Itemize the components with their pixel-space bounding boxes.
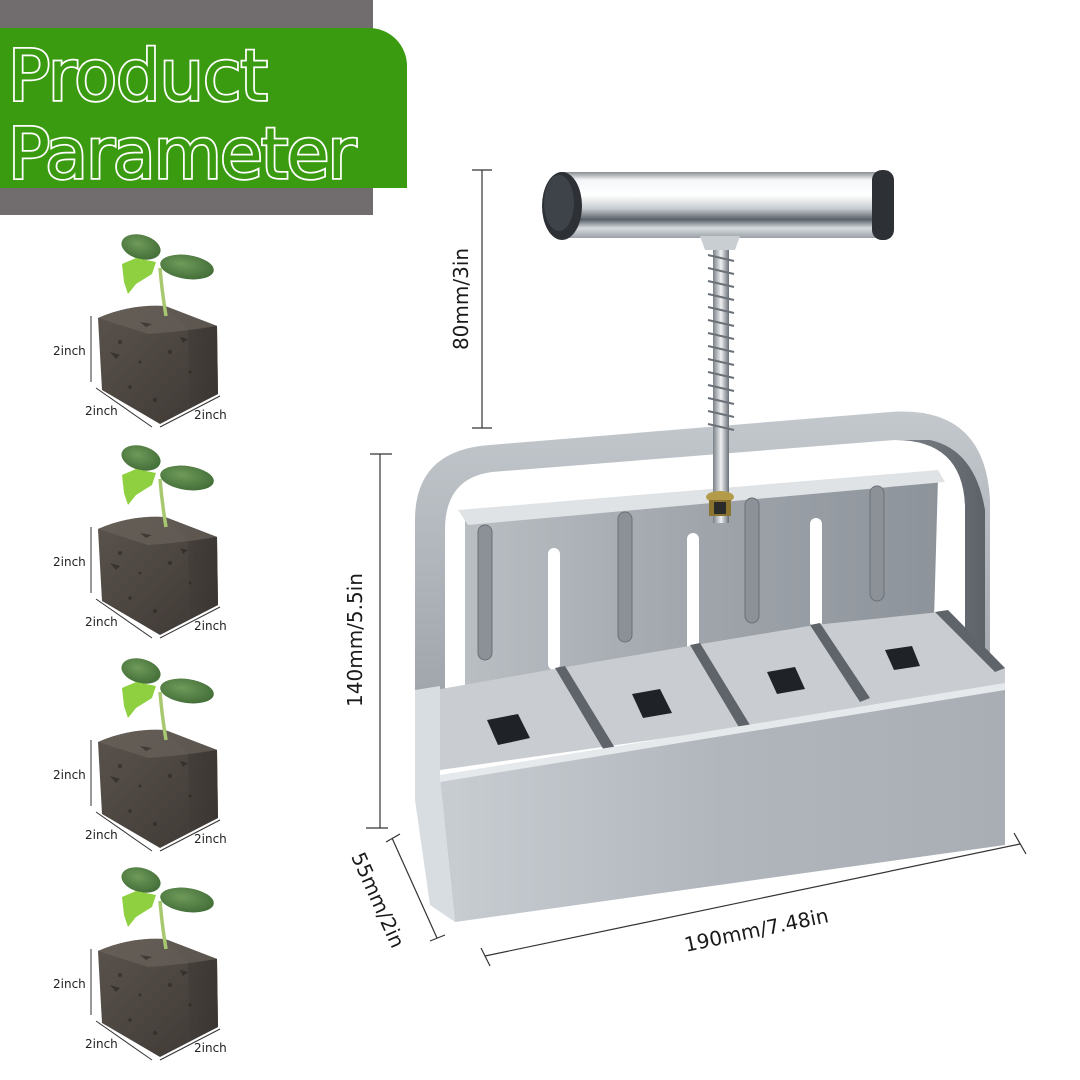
cube-height-label: 2inch	[53, 344, 86, 358]
soil-cube-2: 2inch 2inch 2inch	[40, 433, 260, 648]
body-height-dimension: 140mm/5.5in	[342, 573, 367, 707]
header-green-banner	[0, 28, 407, 188]
seedling-cube-illustration	[90, 658, 221, 852]
cube-depth-label: 2inch	[85, 615, 118, 629]
soil-cube-1: 2inch 2inch 2inch	[40, 222, 260, 437]
cube-depth-label: 2inch	[85, 404, 118, 418]
title-line-1: Product	[8, 35, 267, 117]
cube-width-label: 2inch	[194, 1041, 227, 1055]
seedling-cube-illustration	[90, 867, 221, 1061]
seedling-cube-illustration	[90, 234, 221, 428]
page-title: Product Parameter	[6, 33, 360, 188]
cube-width-label: 2inch	[194, 619, 227, 633]
cube-depth-label: 2inch	[85, 1037, 118, 1051]
soil-cube-4: 2inch 2inch 2inch	[40, 855, 260, 1070]
cube-width-label: 2inch	[194, 408, 227, 422]
cube-depth-label: 2inch	[85, 828, 118, 842]
seedling-cube-illustration	[90, 445, 221, 639]
title-line-2: Parameter	[8, 113, 356, 188]
handle-height-dimension: 80mm/3in	[449, 247, 474, 351]
soil-cube-3: 2inch 2inch 2inch	[40, 646, 260, 861]
cube-width-label: 2inch	[194, 832, 227, 846]
cube-height-label: 2inch	[53, 977, 86, 991]
cube-height-label: 2inch	[53, 768, 86, 782]
cube-height-label: 2inch	[53, 555, 86, 569]
